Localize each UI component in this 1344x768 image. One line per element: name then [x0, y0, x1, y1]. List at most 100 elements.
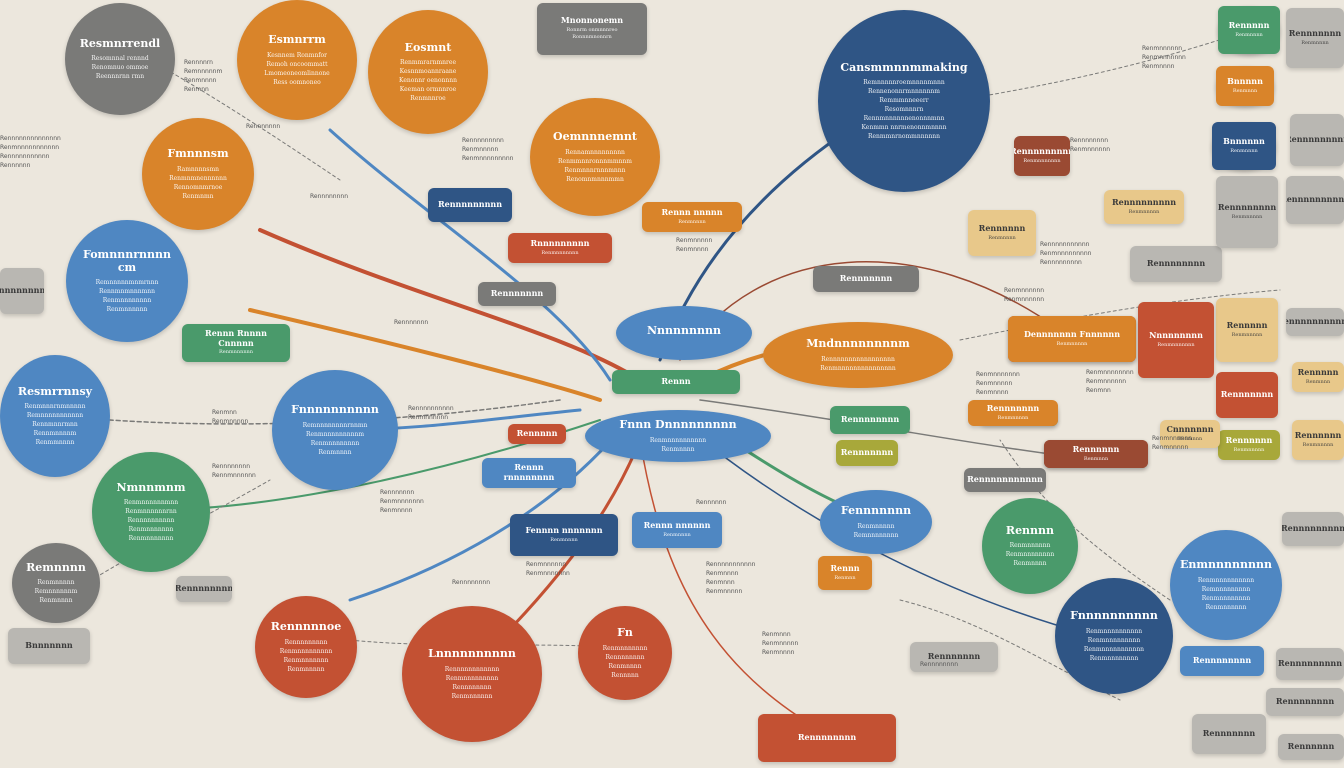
- label-node-n57[interactable]: Rennnnnnn: [1216, 372, 1278, 418]
- label-node-n26[interactable]: Rennn: [612, 370, 740, 394]
- annotation-line: Rennnnnnnnnnn: [1040, 241, 1090, 248]
- label-node-n72[interactable]: Rennnnnnnn: [1266, 688, 1344, 716]
- node-line: Ramnnnnsmn: [176, 165, 219, 173]
- label-node-n67[interactable]: Rennnnnnnnn: [1282, 512, 1344, 546]
- annotation-line: Renmnn: [1086, 387, 1111, 394]
- label-node-n70[interactable]: Rennnnnnn: [910, 642, 998, 672]
- label-node-n40[interactable]: Rennn rnnnnnnnn: [482, 458, 576, 488]
- label-node-n75[interactable]: Rennnnnnnnnn: [0, 268, 44, 314]
- node-line: Renmnnnn: [550, 536, 578, 543]
- annotation-line: Renmnn: [184, 86, 209, 93]
- label-node-n65[interactable]: Rennnnnnnn: [1180, 646, 1264, 676]
- annotation-line: Remnnnnnm: [184, 68, 223, 75]
- node-title: Cnnnnnnn: [1166, 423, 1214, 434]
- label-node-n44[interactable]: Rennnnnnn: [836, 440, 898, 466]
- annotation-line: Renmnnnnnn: [526, 561, 567, 568]
- node-line: Renmnnnnnnnn: [1005, 551, 1055, 559]
- connector-link: [258, 228, 642, 382]
- node-title: Nnnnnnnnn: [646, 324, 722, 338]
- node-title: Fnnnnnnnnnn: [291, 403, 379, 417]
- node-line: Remnnnnnmnmrnnn: [95, 279, 159, 287]
- label-node-n38[interactable]: Rennnnnnnnnnn: [964, 468, 1046, 492]
- label-node-n69[interactable]: Rennnnnnnnn: [1276, 648, 1344, 680]
- node-line: Rennnnnnnnnnnn: [444, 665, 500, 673]
- node-line: Renmnnn: [1232, 87, 1258, 94]
- label-node-n27[interactable]: Rennnnn: [508, 424, 566, 444]
- node-line: Rennmnmnnnmnn: [98, 288, 156, 296]
- label-node-n64[interactable]: Rennnnnnnnnnn: [1286, 308, 1344, 336]
- node-title: Rennnnn: [1226, 319, 1268, 330]
- label-node-n73[interactable]: Rennnnnn: [1278, 734, 1344, 760]
- annotation-line: Rennmnnnnnn: [212, 472, 256, 479]
- label-node-n71[interactable]: Rennnnnnn: [1192, 714, 1266, 754]
- topic-node-n24[interactable]: Nnnnnnnnn: [616, 306, 752, 360]
- node-line: Renmnnnnn: [1056, 340, 1088, 347]
- node-title: Rennnnnn: [1294, 429, 1342, 440]
- label-node-n32[interactable]: Rennnnnnnnn: [428, 188, 512, 222]
- node-line: Renmnnnn: [1301, 39, 1329, 46]
- node-line: Resomnnnrn: [884, 106, 924, 114]
- label-node-n53[interactable]: Rennnnnnnnnn: [1286, 176, 1344, 224]
- connector-link: [109, 399, 561, 425]
- node-line: Renmnnnnnn: [106, 306, 148, 314]
- label-node-n46[interactable]: Rennnnnnnn: [758, 714, 896, 762]
- label-node-n68[interactable]: Rennnnnnnnn: [1290, 114, 1344, 166]
- label-node-n35[interactable]: Rennnnnnn: [813, 266, 919, 292]
- label-node-n48[interactable]: Rennnnnnnn: [1130, 246, 1222, 282]
- label-node-n33[interactable]: Rennnnnnn: [478, 282, 556, 306]
- label-node-n37[interactable]: Rennnnnnnn: [830, 406, 910, 434]
- label-node-n74[interactable]: Rennnnnnnn: [176, 576, 232, 602]
- node-line: Kesnnmoannraane: [399, 68, 457, 76]
- node-title: Rennnnnnnnn: [1282, 522, 1344, 533]
- annotation-line: Renmnnnnn: [212, 418, 249, 425]
- node-line: Renmnnnn: [988, 234, 1016, 241]
- node-line: Renmnn: [834, 574, 856, 581]
- node-title: Rennnnnnn: [927, 650, 981, 661]
- label-node-n76[interactable]: Bnnnnnnn: [8, 628, 90, 664]
